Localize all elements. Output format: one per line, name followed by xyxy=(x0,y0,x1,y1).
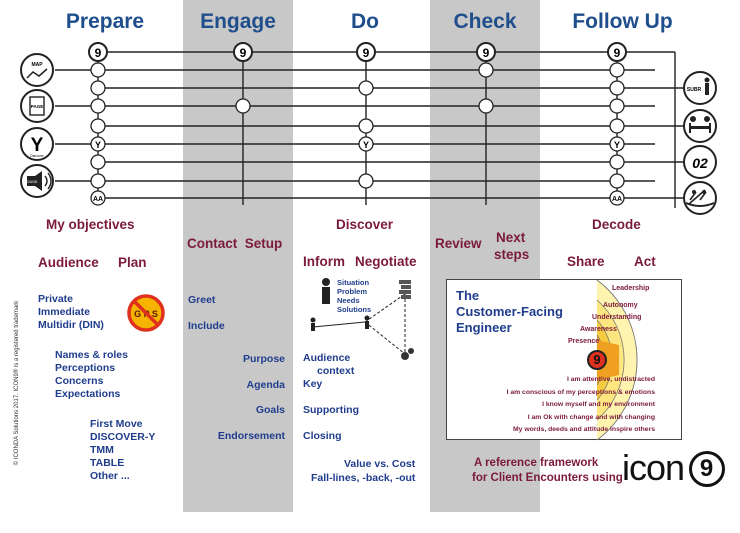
gears-icon xyxy=(401,348,414,360)
engage-include: Include xyxy=(188,320,225,332)
prepare-names-block: Names & roles Perceptions Concerns Expec… xyxy=(55,349,128,400)
prepare-first-move-block: First Move DISCOVER-Y TMM TABLE Other ..… xyxy=(90,418,156,482)
svg-text:Y: Y xyxy=(363,140,369,150)
column-nodes-check: 9 xyxy=(476,42,496,114)
do-key: Key xyxy=(303,378,323,390)
engage-endorsement: Endorsement xyxy=(217,430,285,442)
svg-text:9: 9 xyxy=(240,46,247,60)
heading-plan: Plan xyxy=(118,255,147,270)
small-person-icon xyxy=(364,315,370,329)
heading-next: Next xyxy=(496,230,526,245)
number-02-icon: 02 xyxy=(683,145,717,179)
phase-follow-up: Follow Up xyxy=(572,10,673,33)
subr-person-icon: SUBR xyxy=(683,71,717,105)
engage-greet: Greet xyxy=(188,294,216,306)
engage-purpose: Purpose xyxy=(242,353,285,365)
svg-text:9: 9 xyxy=(614,46,621,60)
engage-agenda: Agenda xyxy=(246,379,285,391)
do-closing: Closing xyxy=(303,430,342,442)
icon9-logo: icon 9 xyxy=(622,448,725,488)
heading-share: Share xyxy=(567,254,605,269)
stakeholder-network xyxy=(310,278,414,360)
svg-text:MAP: MAP xyxy=(31,62,43,68)
svg-text:AA: AA xyxy=(93,196,103,203)
heading-inform: Inform xyxy=(303,254,345,269)
heading-contact-setup: Contact Setup xyxy=(187,236,283,251)
svg-text:SUBR: SUBR xyxy=(687,87,702,93)
column-nodes-prepare: 9 Y AA xyxy=(88,42,108,206)
svg-text:9: 9 xyxy=(363,46,370,60)
phase-do: Do xyxy=(351,10,379,33)
heading-audience: Audience xyxy=(38,255,99,270)
svg-text:PAGE: PAGE xyxy=(31,104,43,109)
level-presence: Presence xyxy=(568,338,600,345)
level-autonomy: Autonomy xyxy=(603,302,638,309)
svg-text:Y: Y xyxy=(31,135,44,156)
group-icon xyxy=(399,280,411,299)
heading-discover: Discover xyxy=(336,217,394,232)
svg-text:AA: AA xyxy=(612,196,622,203)
do-audience-context: Audience context xyxy=(303,352,355,377)
column-nodes-follow-up: 9 Y AA xyxy=(607,42,627,206)
small-person-icon xyxy=(310,317,316,331)
meeting-table-icon xyxy=(683,109,717,143)
phase-engage: Engage xyxy=(200,10,276,33)
page-icon: PAGE xyxy=(20,89,54,123)
prepare-private-block: Private Immediate Multidir (DIN) xyxy=(38,293,104,331)
level-awareness: Awareness xyxy=(580,326,617,333)
svg-text:02: 02 xyxy=(692,155,708,171)
heading-decode: Decode xyxy=(592,217,641,232)
heading-steps: steps xyxy=(494,247,530,262)
do-value-cost: Value vs. Cost xyxy=(344,458,416,470)
heading-my-objectives: My objectives xyxy=(46,217,135,232)
level-leadership: Leadership xyxy=(612,285,650,292)
do-fall-lines: Fall-lines, -back, -out xyxy=(311,472,416,484)
presence-badge: 9 xyxy=(587,350,607,370)
svg-text:SOUND: SOUND xyxy=(25,180,38,184)
map-icon: MAP xyxy=(20,53,54,87)
footer-line-2: for Client Encounters using xyxy=(472,472,623,484)
svg-text:9: 9 xyxy=(483,46,490,60)
column-nodes-do: 9 Y xyxy=(356,42,376,189)
column-nodes-engage: 9 xyxy=(233,42,253,114)
sound-icon: SOUND xyxy=(20,164,54,198)
awareness-arcs xyxy=(596,280,638,441)
no-gps-icon: G P S xyxy=(127,294,165,332)
svg-text:Discover: Discover xyxy=(30,154,44,158)
logo-nine-badge: 9 xyxy=(688,451,725,487)
heading-negotiate: Negotiate xyxy=(355,254,417,269)
phase-prepare: Prepare xyxy=(65,10,145,33)
svg-text:Y: Y xyxy=(95,140,101,150)
rowing-team-icon xyxy=(683,181,717,215)
timeline-diagram: 9 Y AA 9 9 Y 9 9 Y AA MAP xyxy=(20,42,717,215)
do-supporting: Supporting xyxy=(303,404,359,416)
panel-title: The Customer-Facing Engineer xyxy=(456,288,563,335)
level-understanding: Understanding xyxy=(592,314,642,321)
svg-text:9: 9 xyxy=(95,46,102,60)
copyright-vertical: © ICONDA Solutions 2017. ICON9® is a reg… xyxy=(14,300,20,466)
phase-check: Check xyxy=(453,10,517,33)
heading-review: Review xyxy=(435,236,482,251)
y-discover-icon: Y Discover xyxy=(20,127,54,161)
customer-facing-panel: The Customer-Facing Engineer Leadership … xyxy=(446,279,682,441)
footer-line-1: A reference framework xyxy=(474,457,599,469)
logo-word: icon xyxy=(622,447,685,488)
spn-list: Situation Problem Needs Solutions xyxy=(337,278,372,314)
svg-text:Y: Y xyxy=(614,140,620,150)
panel-statements: I am attentive, undistracted I am consci… xyxy=(506,376,655,433)
engage-band xyxy=(183,0,293,512)
engage-goals: Goals xyxy=(255,404,285,416)
heading-act: Act xyxy=(634,254,656,269)
